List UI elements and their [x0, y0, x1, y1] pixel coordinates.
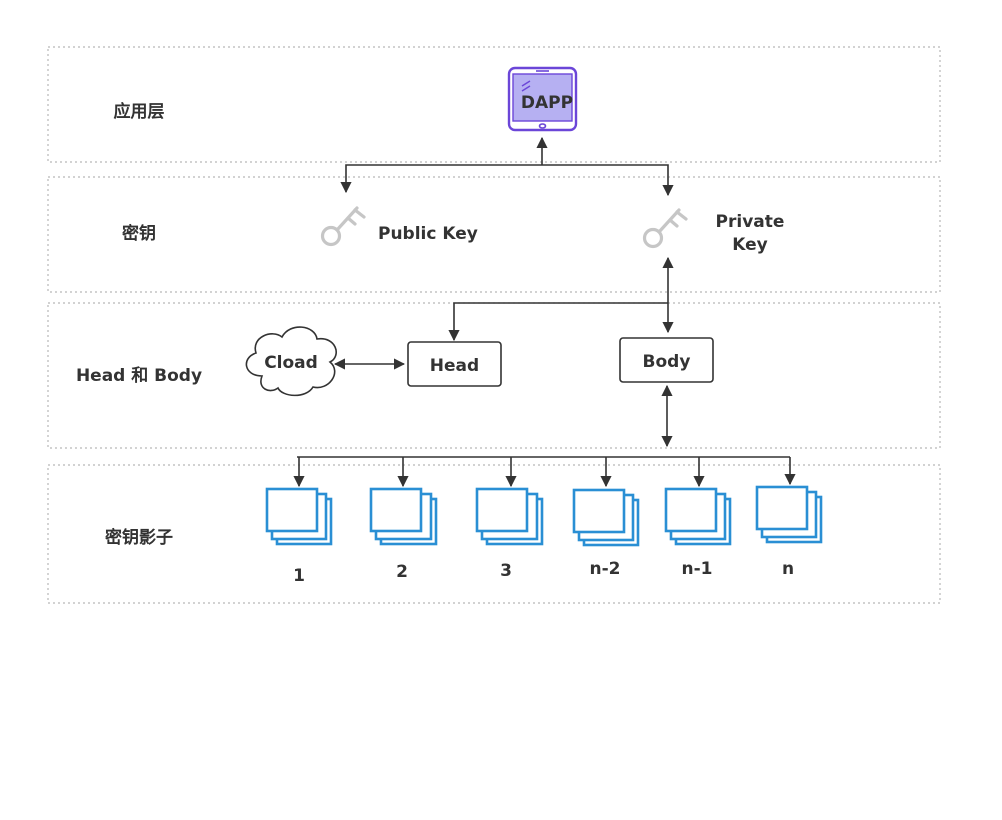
shadow-stack-2: [369, 487, 438, 546]
body-node-label: Body: [643, 352, 691, 372]
private-key-to-head-connector: [448, 302, 668, 342]
application-layer-box: [47, 46, 941, 163]
application-layer-label: 应用层: [114, 101, 165, 122]
shadow-stack-1: [265, 487, 333, 546]
private-key-label-line2: Key: [732, 235, 768, 255]
shadow-stack-n: [755, 485, 823, 544]
shadow-label-3: 3: [500, 561, 512, 581]
keys-layer-label: 密钥: [122, 223, 156, 244]
keys-layer-box: [47, 176, 941, 293]
public-key-label: Public Key: [378, 224, 478, 244]
shadow-stack-n-1: [664, 487, 732, 546]
dapp-label: DAPP: [521, 93, 573, 113]
shadow-stack-3: [475, 487, 544, 546]
dapp-to-keys-connector: [340, 164, 674, 197]
dapp-tablet-icon: [507, 66, 578, 132]
head-node-label: Head: [430, 356, 479, 376]
head-body-layer-label: Head 和 Body: [76, 366, 202, 386]
shadow-label-n-2: n-2: [590, 559, 621, 579]
public-key-icon: [320, 206, 366, 247]
shadow-label-n: n: [782, 559, 794, 579]
body-node-box: [619, 337, 714, 383]
cloud-node-label: Cload: [264, 353, 318, 373]
head-node-box: [407, 341, 502, 387]
shadow-label-2: 2: [396, 562, 408, 582]
shadow-label-1: 1: [293, 566, 305, 586]
private-key-icon: [642, 208, 688, 249]
cloud-node-shape: [245, 326, 337, 397]
key-shadows-layer-box: [47, 464, 941, 604]
shadow-label-n-1: n-1: [682, 559, 713, 579]
shadow-stack-n-2: [572, 488, 640, 547]
private-key-label-line1: Private: [716, 212, 785, 232]
key-shadows-layer-label: 密钥影子: [105, 527, 173, 548]
